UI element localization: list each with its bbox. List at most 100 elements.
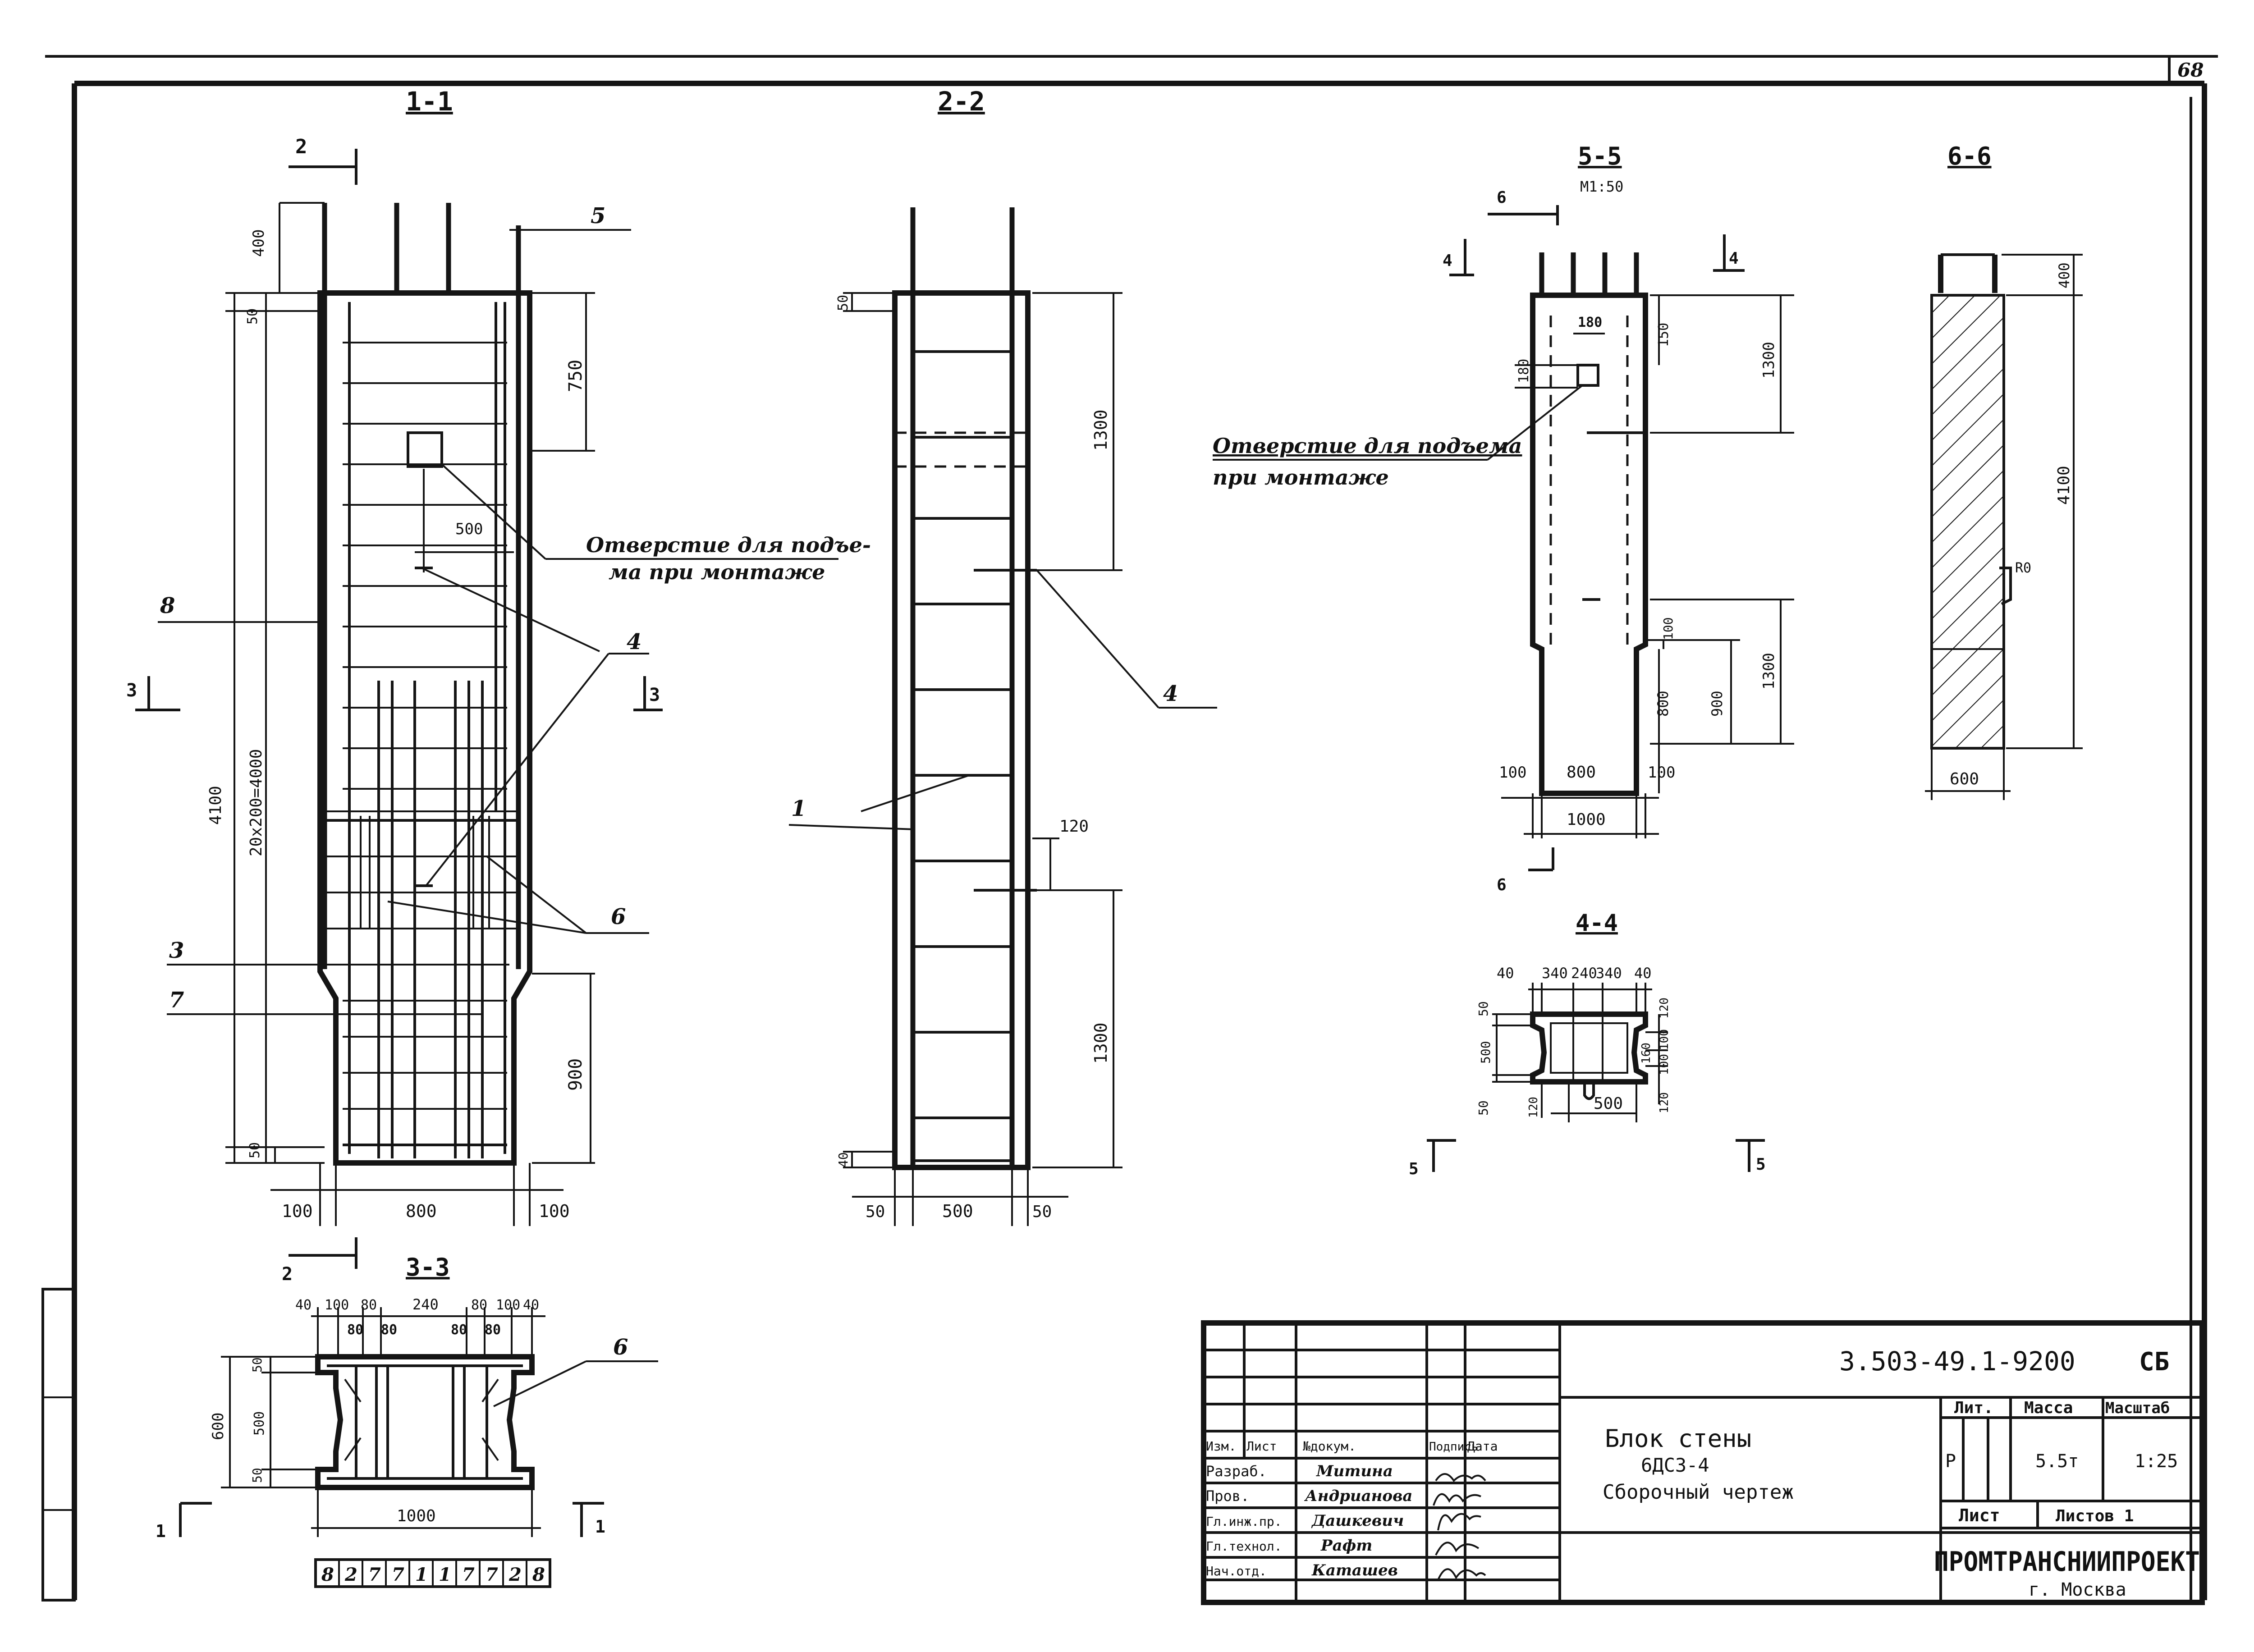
callout-5-5-line2: при монтаже [1213,465,1389,490]
cut-5-5-bottom: 6 [1497,876,1507,894]
section-4-4-title: 4-4 [1576,910,1618,937]
dim-3-3-side-c: 50 [250,1468,265,1483]
cut-3-3-top: 2 [282,1264,293,1285]
dim-1-1-top: 400 [250,229,268,257]
pos-2-2-1: 1 [791,796,806,821]
cut-1-1-top: 2 [295,135,307,158]
dim-5-5-180a: 180 [1578,315,1602,330]
dim-4-4-top-5: 40 [1634,965,1652,982]
dim-4-4-top-3: 240 [1571,965,1597,982]
dim-6-6-height: 4100 [2055,466,2073,505]
dim-1-1-50a: 50 [245,308,261,325]
dim-4-4-right-3: 100 [1658,1029,1671,1050]
dim-5-5-180b: 180 [1516,359,1532,383]
dim-5-5-900: 900 [1709,691,1726,717]
rebar-grid-1-1 [325,302,518,1158]
dim-5-5-1300a: 1300 [1760,342,1778,379]
title-line3: Сборочный чертеж [1603,1481,1794,1504]
dim-3-3-side-b: 500 [252,1411,267,1436]
section-1-1-title: 1-1 [406,86,453,117]
pos-1-1-7: 7 [169,988,184,1013]
dim-4-4-right-5: 100 [1658,1054,1671,1075]
dim-3-3-top-1: 40 [295,1297,312,1313]
hdr-date: Дата [1467,1439,1498,1454]
inv-digit: 8 [532,1564,545,1585]
inv-digit: 7 [368,1564,381,1585]
dim-4-4-left-120: 120 [1527,1097,1540,1118]
pos-1-1-4: 4 [627,629,641,654]
section-6-6: 6-6 400 4100 R0 600 [1925,142,2083,800]
pos-1-1-5: 5 [591,203,605,229]
role-check: Пров. [1206,1487,1249,1505]
dim-1-1-50b: 50 [247,1142,263,1158]
dim-2-2-1300a: 1300 [1091,409,1111,451]
dim-4-4-top-4: 340 [1596,965,1622,982]
cut-4-4-right: 5 [1756,1155,1766,1174]
doc-code: 3.503-49.1-9200 [1839,1346,2075,1377]
dim-3-3-inner-3: 80 [451,1322,467,1338]
hdr-sign: Подпись [1429,1440,1479,1454]
dim-2-2-width: 500 [942,1201,973,1221]
dim-3-3-inner-2: 80 [381,1322,397,1338]
role-head: Нач.отд. [1206,1564,1267,1579]
cut-3-3-left: 1 [156,1521,166,1541]
section-5-5-title: 5-5 [1578,142,1622,170]
cut-5-5-right: 4 [1729,249,1739,268]
dim-5-5-100: 100 [1661,617,1676,640]
inv-digit: 2 [344,1564,357,1585]
name-tech: Рафт [1320,1537,1372,1555]
pos-1-1-8: 8 [160,593,175,618]
inventory-number: 8 2 7 7 1 1 7 7 2 8 [314,1558,551,1588]
cut-1-1-left: 3 [126,680,137,701]
section-6-6-body [1930,294,2005,750]
callout-5-5-line1: Отверстие для подъема [1213,434,1522,458]
hdr-doc: №докум. [1303,1439,1356,1454]
org-city: г. Москва [2029,1579,2126,1600]
callout-1-1-line2: ма при монтаже [609,560,825,584]
pos-2-2-4: 4 [1163,681,1178,706]
section-6-6-title: 6-6 [1947,142,1992,170]
inv-digit: 1 [415,1564,428,1585]
section-3-3-title: 3-3 [406,1253,450,1281]
title-line2: 6ДСЗ-4 [1641,1454,1709,1476]
dim-4-4-right-4: 120 [1658,1092,1671,1113]
cut-5-5-left: 4 [1443,252,1452,270]
dim-4-4-right-1: 120 [1658,998,1671,1019]
section-5-5: 5-5 М1:50 180 180 150 1300 100 800 900 [1213,142,1794,894]
mass-value: 5.5т [2035,1451,2079,1472]
role-tech: Гл.технол. [1206,1539,1282,1554]
dim-3-3-side-a: 50 [250,1357,265,1373]
section-5-5-scale: М1:50 [1580,178,1623,195]
pos-1-1-6: 6 [611,904,626,929]
dim-1-1-right: 100 [539,1201,570,1221]
name-check: Андрианова [1304,1487,1412,1505]
dim-3-3-top-3: 80 [361,1297,377,1313]
dim-1-1-total: 4100 [206,786,225,825]
dim-3-3-inner-4: 80 [485,1322,501,1338]
sheet-number: 68 [2177,59,2204,81]
inv-digit: 7 [392,1564,404,1585]
dim-4-4-top-1: 40 [1497,965,1514,982]
inv-digit: 2 [509,1564,522,1585]
dim-2-2-bottom: 40 [836,1152,851,1167]
pos-1-1-3: 3 [169,938,184,963]
inv-digit: 1 [439,1564,451,1585]
dim-3-3-top-2: 100 [325,1297,349,1313]
name-dev: Митина [1316,1462,1393,1480]
section-3-3: 3-3 40 100 80 240 80 100 40 80 80 80 80 [156,1237,658,1541]
dim-1-1-width: 800 [406,1201,437,1221]
cut-4-4-left: 5 [1409,1160,1419,1178]
dim-3-3-top-4: 240 [412,1296,439,1313]
cut-5-5-top: 6 [1497,188,1507,207]
doc-type: СБ [2139,1347,2169,1377]
callout-1-1-line1: Отверстие для подъе- [586,533,871,557]
section-2-2-title: 2-2 [938,86,985,117]
dim-5-5-1300b: 1300 [1760,653,1778,690]
dim-2-2-right: 50 [1032,1203,1052,1221]
dim-2-2-1300b: 1300 [1091,1022,1111,1064]
stirrups-2-2 [913,350,1012,1162]
dim-3-3-total: 600 [209,1413,227,1440]
sheet-label: Лист [1959,1506,2000,1525]
section-2-2: 2-2 50 1300 120 [788,86,1217,1226]
dim-4-4-left-1: 50 [1476,1001,1491,1016]
